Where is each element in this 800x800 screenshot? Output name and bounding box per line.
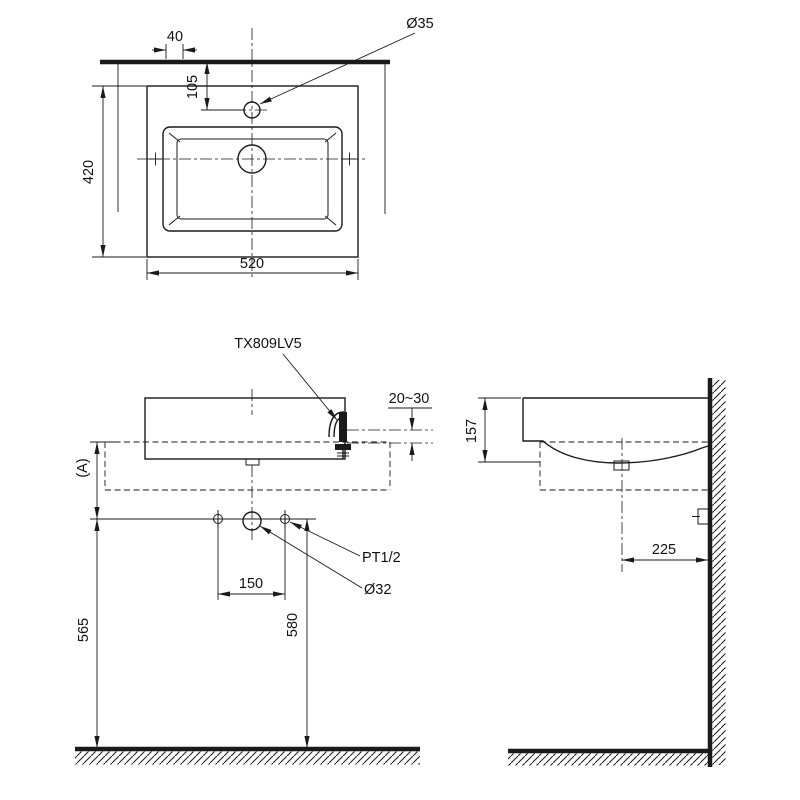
dim-overall-width: 520	[146, 256, 359, 280]
floor-hatch-side	[508, 753, 708, 766]
dim-overall-width-label: 520	[240, 256, 264, 272]
counter-hidden-outline-side	[539, 441, 708, 491]
drain-hole-circle	[237, 144, 267, 174]
front-view: 20~30 TX809LV5 (A) 565	[75, 336, 433, 765]
dim-basin-height-label: 157	[464, 419, 480, 443]
basin-corner-slopes	[168, 132, 337, 226]
basin-bottom-outline	[176, 138, 329, 220]
dim-supply-height-label: 565	[76, 618, 92, 642]
drain-fitting-side	[613, 460, 630, 471]
wall-hatch	[712, 380, 726, 765]
callout-faucet-model: TX809LV5	[234, 336, 338, 421]
faucet-hole-dia-label: Ø35	[406, 16, 433, 32]
callout-supply-thread: PT1/2	[289, 521, 401, 566]
dim-supply-spacing-label: 150	[239, 576, 263, 592]
drain-pipe-circle	[242, 511, 262, 531]
dim-supply-height: 565	[76, 519, 100, 748]
sink-outline	[146, 85, 359, 258]
faucet-model-label: TX809LV5	[234, 336, 301, 352]
dim-overall-depth: 420	[81, 85, 146, 258]
dim-counter-thickness-label: 20~30	[389, 391, 430, 407]
drain-stub	[245, 458, 260, 466]
dim-drain-height: 580	[285, 519, 310, 748]
sink-profile-side	[522, 397, 709, 464]
faucet-detail	[328, 411, 351, 459]
leader-faucet-hole	[259, 32, 416, 105]
dim-drain-to-wall: 225	[622, 542, 708, 563]
callout-drain-diameter: Ø32	[259, 525, 391, 598]
dim-counter-to-holes: (A)	[75, 441, 116, 519]
basin-rim-outline	[162, 126, 343, 232]
dim-drain-to-wall-label: 225	[652, 542, 676, 558]
dim-supply-spacing: 150	[217, 528, 286, 600]
top-view: 40 105 420 520 Ø35	[81, 16, 434, 280]
wall-supply-fitting	[692, 508, 711, 525]
dim-overall-depth-label: 420	[81, 160, 97, 184]
rough-in-holes	[90, 510, 316, 531]
supply-thread-label: PT1/2	[362, 550, 401, 566]
dim-counter-thickness: 20~30	[347, 391, 433, 461]
dim-drain-height-label: 580	[285, 613, 301, 637]
dim-counter-to-holes-label: (A)	[75, 458, 91, 477]
floor-hatch-front	[75, 751, 420, 765]
side-view: 157 225	[464, 378, 726, 767]
fixing-mark-left	[149, 152, 162, 166]
leader-drain-diameter	[259, 525, 363, 589]
dim-basin-height: 157	[464, 397, 540, 463]
drain-diameter-label: Ø32	[364, 582, 391, 598]
dim-edge-offset: 40	[152, 29, 197, 59]
leader-faucet-model	[282, 353, 338, 421]
sink-body-front	[144, 397, 346, 460]
dim-faucet-setback: 105	[185, 62, 243, 111]
dim-faucet-setback-label: 105	[185, 75, 201, 99]
faucet-hole-circle	[243, 101, 261, 119]
callout-faucet-hole: Ø35	[259, 16, 434, 105]
leader-supply-thread	[289, 521, 361, 557]
dim-edge-offset-label: 40	[167, 29, 183, 45]
fixing-mark-right	[343, 152, 356, 166]
